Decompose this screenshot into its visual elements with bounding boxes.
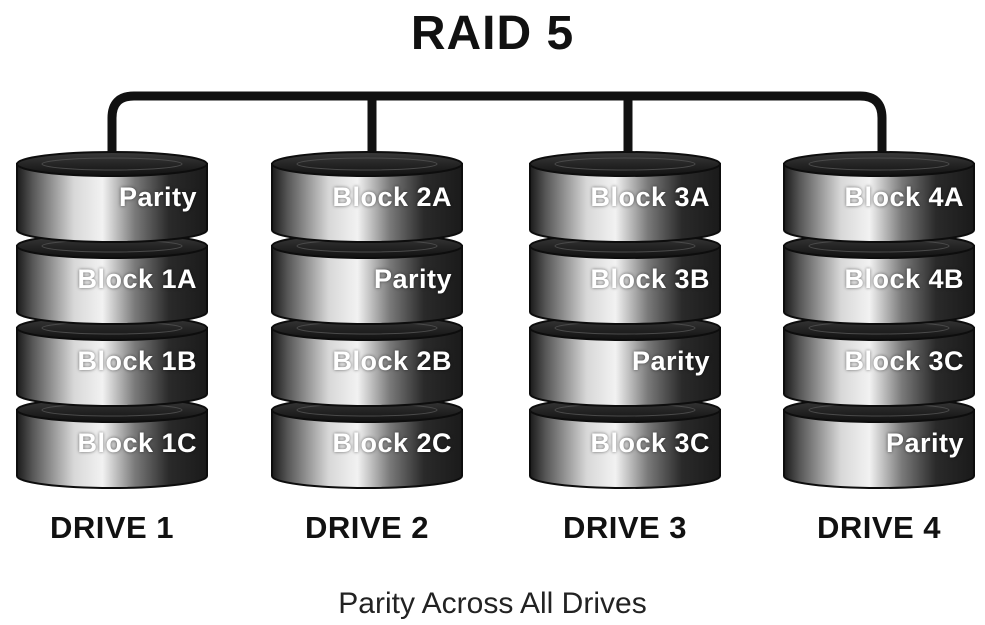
- disk-platter: Block 2B: [270, 314, 464, 407]
- cylinder-shape: [783, 151, 975, 243]
- drive-label: DRIVE 3: [562, 510, 688, 545]
- block-label: Block 3A: [590, 182, 710, 212]
- disk-platter: Block 1B: [15, 314, 209, 407]
- bus-line: [107, 91, 887, 165]
- block-label: Parity: [631, 346, 710, 376]
- diagram-caption: Parity Across All Drives: [338, 587, 647, 620]
- block-label: Block 4B: [844, 264, 964, 294]
- block-label: Block 2A: [332, 182, 452, 212]
- disk-platter: Block 2A: [270, 150, 464, 243]
- disk-platter: Block 4A: [782, 150, 976, 243]
- block-label: Block 1B: [77, 346, 197, 376]
- block-label: Block 1A: [77, 264, 197, 294]
- diagram-title: RAID 5: [410, 7, 575, 60]
- disk-platter: Parity: [528, 314, 722, 407]
- cylinder-shape: [529, 151, 721, 243]
- block-label: Block 3C: [590, 428, 710, 458]
- block-label: Block 3C: [844, 346, 964, 376]
- block-label: Parity: [885, 428, 964, 458]
- block-label: Block 2C: [332, 428, 452, 458]
- block-label: Parity: [118, 182, 197, 212]
- block-label: Block 1C: [77, 428, 197, 458]
- block-label: Block 2B: [332, 346, 452, 376]
- cylinder-shape: [16, 151, 208, 243]
- cylinder-shape: [529, 315, 721, 407]
- cylinder-shape: [271, 151, 463, 243]
- drive-label: DRIVE 2: [304, 510, 430, 545]
- drive-label: DRIVE 1: [49, 510, 175, 545]
- block-label: Block 4A: [844, 182, 964, 212]
- drive-label: DRIVE 4: [816, 510, 942, 545]
- block-label: Block 3B: [590, 264, 710, 294]
- block-label: Parity: [373, 264, 452, 294]
- disk-platter: Block 3A: [528, 150, 722, 243]
- disk-platter: Parity: [15, 150, 209, 243]
